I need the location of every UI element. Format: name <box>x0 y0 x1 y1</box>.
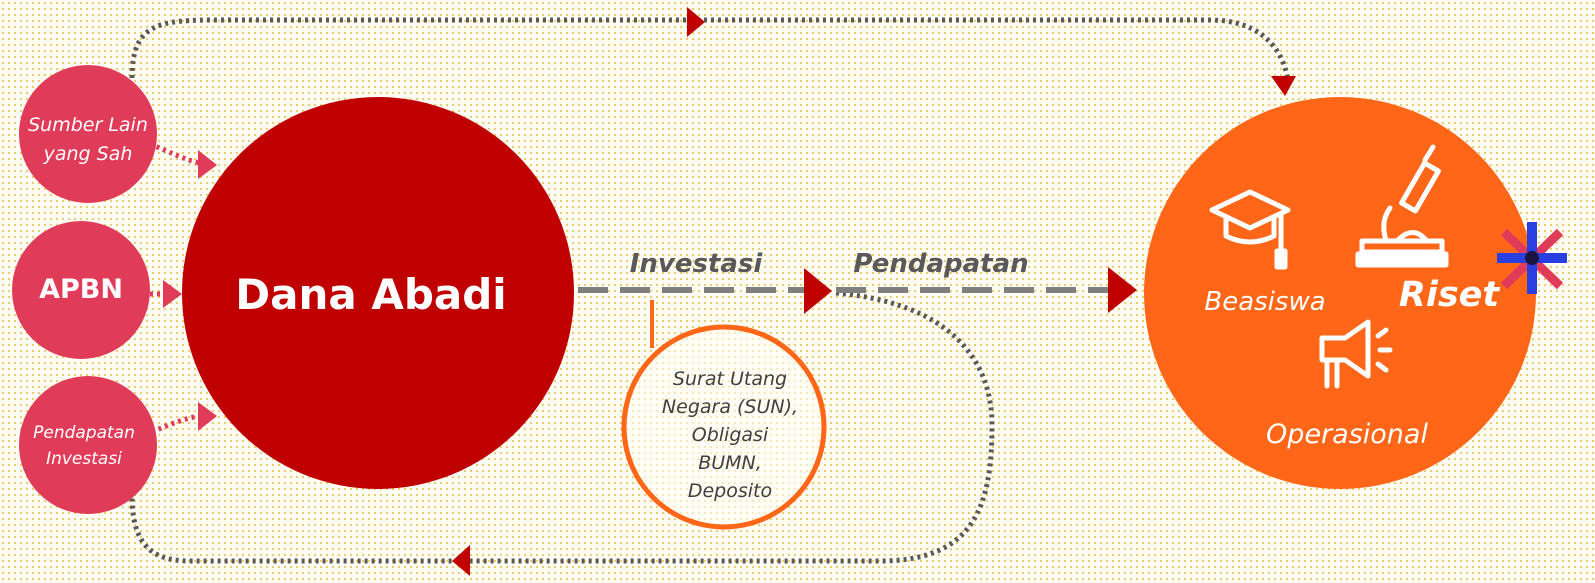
beasiswa-label: Beasiswa <box>1204 287 1325 317</box>
instrument-label-line4: BUMN, <box>698 452 762 474</box>
sumber-lain-circle <box>19 65 157 203</box>
megaphone-icon <box>1319 319 1393 389</box>
top-path-arrow <box>687 7 705 37</box>
pendapatan-label: Pendapatan <box>853 249 1028 279</box>
microscope-icon <box>1355 144 1449 268</box>
sumber-lain-arrow <box>198 150 217 179</box>
sumber-lain-connector <box>149 141 201 166</box>
investasi-flow-arrow <box>804 268 832 314</box>
asterisk-icon <box>1497 222 1567 294</box>
pendapatan-investasi-label-line2: Investasi <box>46 449 122 469</box>
top-dotted-path <box>129 17 1291 81</box>
sumber-lain-label-line2: yang Sah <box>43 143 133 165</box>
sumber-lain-label-line1: Sumber Lain <box>28 114 148 136</box>
bottom-dotted-path <box>129 290 995 564</box>
riset-label: Riset <box>1399 275 1501 315</box>
pendapatan-investasi-circle <box>19 376 157 514</box>
investasi-label: Investasi <box>630 249 764 279</box>
bottom-path-arrow <box>452 545 470 576</box>
dana-abadi-circle <box>182 97 574 489</box>
apbn-label: APBN <box>39 274 123 305</box>
graduation-cap-icon <box>1209 189 1291 270</box>
pendapatan-flow-arrow <box>1108 267 1137 313</box>
apbn-arrow <box>163 280 182 308</box>
pendapatan-investasi-arrow <box>198 402 217 431</box>
instrument-label-line2: Negara (SUN), <box>662 396 798 418</box>
dana-abadi-label: Dana Abadi <box>235 270 506 319</box>
pendapatan-investasi-connector <box>150 413 201 435</box>
apbn-circle <box>12 221 150 359</box>
top-path-arrowhead-riset <box>1271 76 1296 96</box>
instrument-label-line5: Deposito <box>688 480 772 502</box>
operasional-label: Operasional <box>1266 419 1428 450</box>
instrument-label-line1: Surat Utang <box>673 368 787 390</box>
instrument-ring <box>621 324 827 530</box>
pendapatan-investasi-label-line1: Pendapatan <box>33 423 135 443</box>
instrument-label-line3: Obligasi <box>692 424 769 446</box>
